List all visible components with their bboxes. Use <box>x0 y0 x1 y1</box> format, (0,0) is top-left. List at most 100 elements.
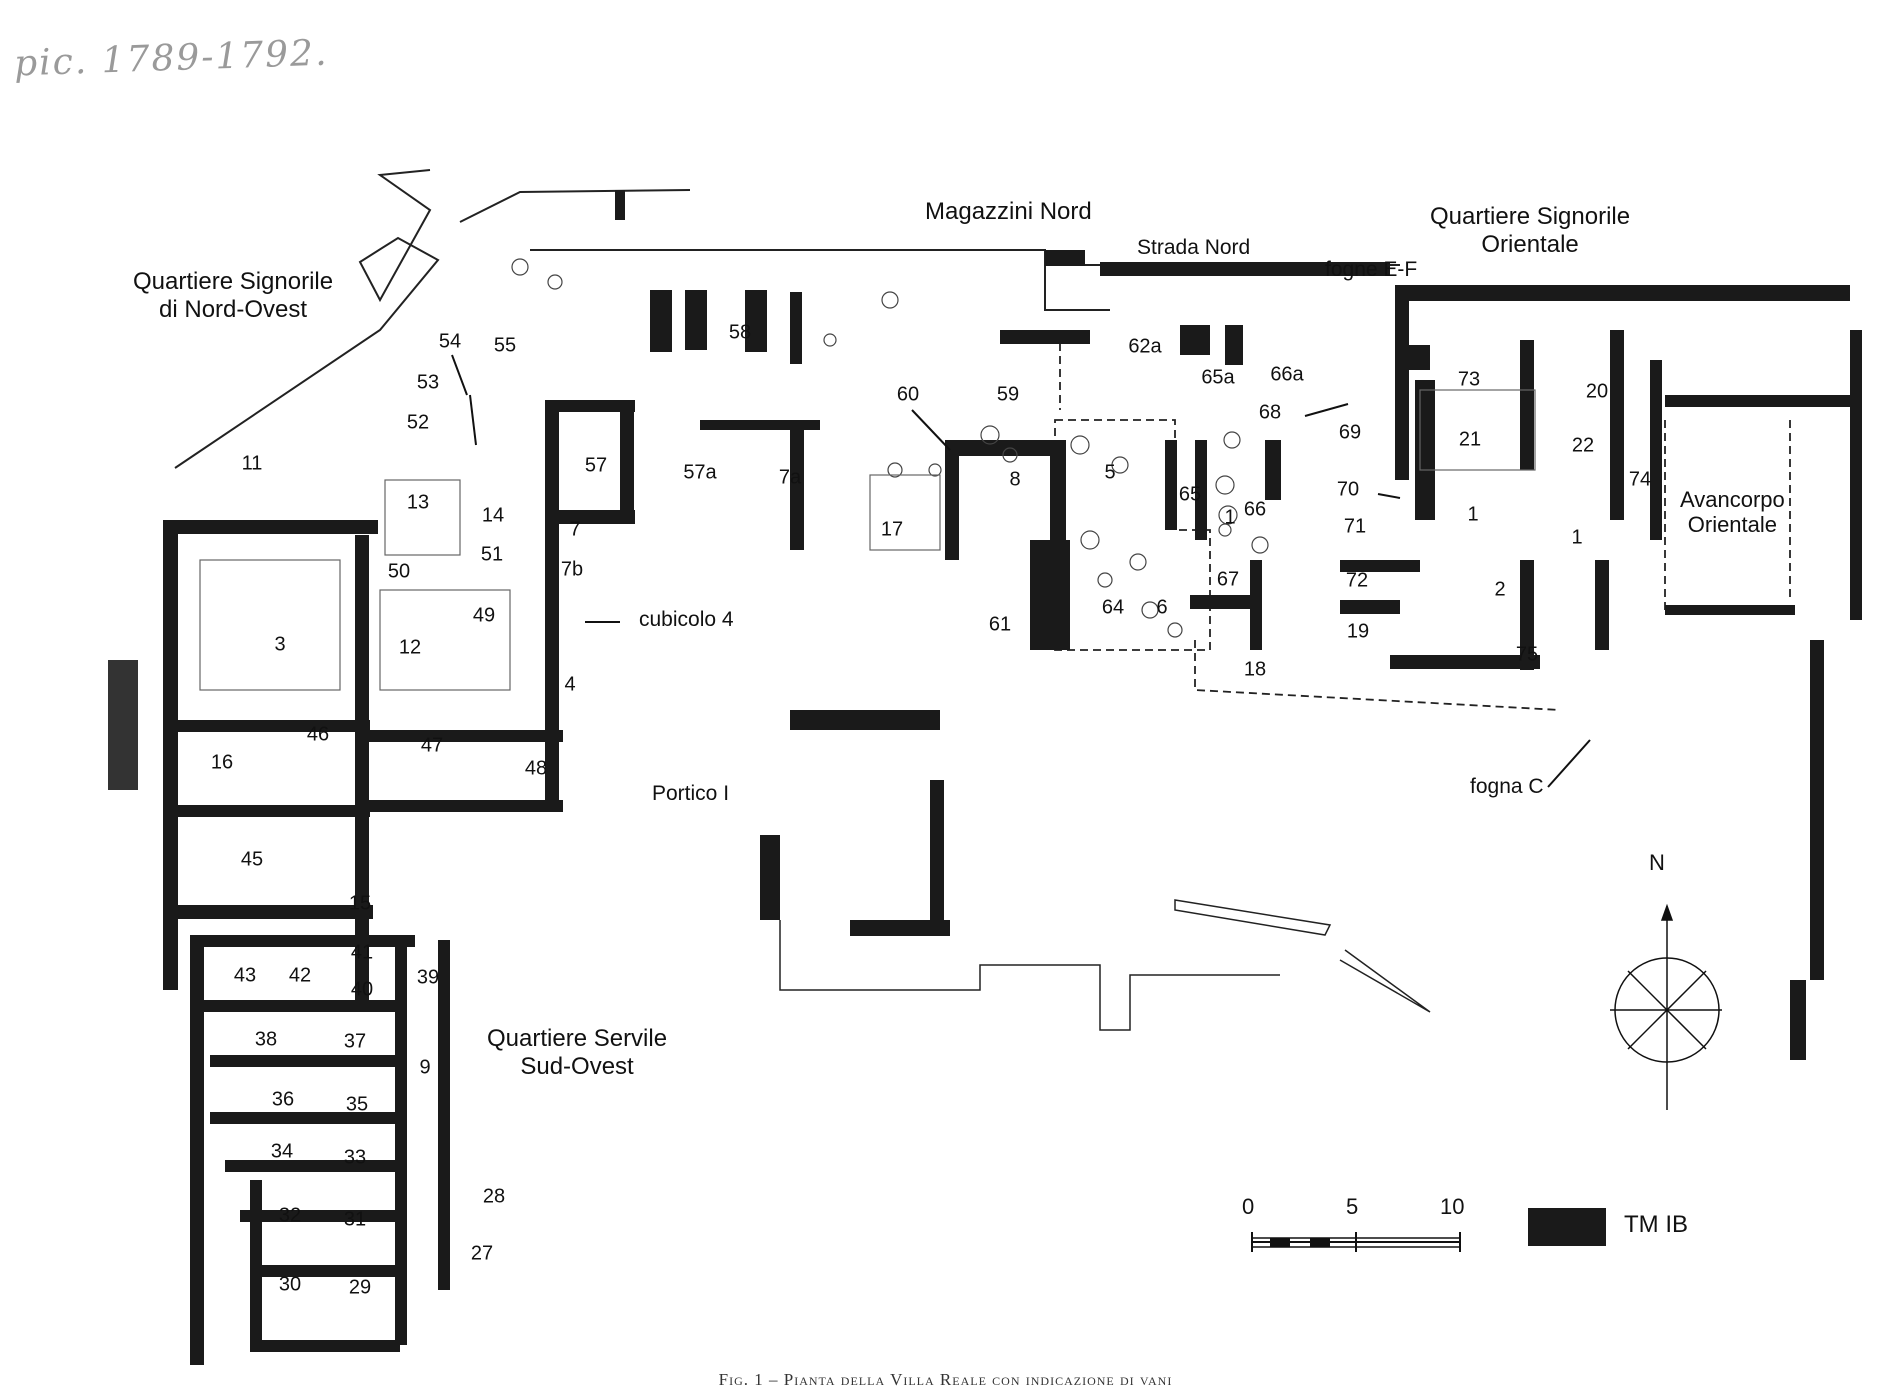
room-number: 72 <box>1345 569 1369 592</box>
room-number: 35 <box>345 1093 369 1116</box>
label-magazzini-nord: Magazzini Nord <box>925 198 1092 225</box>
room-number: 53 <box>416 371 440 394</box>
room-number: 29 <box>348 1276 372 1299</box>
room-number: 28 <box>482 1185 506 1208</box>
room-number: 43 <box>233 964 257 987</box>
room-number: 58 <box>728 321 752 344</box>
label-fogna-c: fogna C <box>1470 775 1544 798</box>
room-number: 39 <box>416 966 440 989</box>
leader-lines <box>451 354 1591 788</box>
room-number: 38 <box>254 1028 278 1051</box>
label-portico-1: Portico I <box>652 782 730 805</box>
room-number: 51 <box>480 543 504 566</box>
north-label: N <box>1649 850 1665 875</box>
room-number: 7b <box>560 558 584 581</box>
room-number: 31 <box>343 1208 367 1231</box>
scale-tick-0: 0 <box>1242 1194 1255 1219</box>
room-number: 13 <box>406 491 430 514</box>
room-number: 33 <box>343 1146 367 1169</box>
room-number: 8 <box>1009 468 1021 491</box>
room-number: 68 <box>1258 401 1282 424</box>
room-number: 66a <box>1270 363 1304 386</box>
room-number: 14 <box>481 504 505 527</box>
label-qsso-line2: Sud-Ovest <box>520 1052 634 1080</box>
label-qsno-line2: di Nord-Ovest <box>159 295 308 323</box>
room-number: 45 <box>240 848 264 871</box>
room-number: 12 <box>398 636 422 659</box>
room-number: 19 <box>1346 620 1370 643</box>
room-number: 57a <box>683 461 717 484</box>
label-qsso-line1: Quartiere Servile <box>487 1025 668 1052</box>
room-number: 7 <box>569 518 581 541</box>
room-number: 1 <box>1224 506 1236 529</box>
label-ao-line1: Avancorpo <box>1680 487 1785 512</box>
room-number: 16 <box>210 751 234 774</box>
room-number: 34 <box>270 1140 294 1163</box>
room-number: 27 <box>470 1242 494 1265</box>
room-number: 42 <box>288 964 312 987</box>
room-number: 9 <box>419 1056 431 1079</box>
room-number: 48 <box>524 757 548 780</box>
label-quartiere-signorile-orientale: Quartiere Signorile Orientale <box>1430 203 1630 258</box>
plan-walls <box>108 190 1862 1365</box>
room-number: 59 <box>996 383 1020 406</box>
room-number: 69 <box>1338 421 1362 444</box>
label-fogne-ef: fogne E-F <box>1325 258 1418 281</box>
room-number: 52 <box>406 411 430 434</box>
label-strada-nord: Strada Nord <box>1137 236 1251 259</box>
room-number: 54 <box>438 330 462 353</box>
room-number: 74 <box>1628 468 1652 491</box>
room-number: 40 <box>350 978 374 1001</box>
figure-caption: Fig. 1 – Pianta della Villa Reale con in… <box>718 1370 1173 1389</box>
label-ao-line2: Orientale <box>1687 512 1778 538</box>
plan-outlines <box>174 169 1791 1031</box>
room-number: 21 <box>1458 428 1482 451</box>
room-number: 3 <box>274 633 286 656</box>
room-number: 67 <box>1216 568 1240 591</box>
room-number: 66 <box>1243 498 1267 521</box>
label-cubicolo-4: cubicolo 4 <box>639 608 734 631</box>
label-qsno-line1: Quartiere Signorile <box>133 268 334 295</box>
room-number: 50 <box>387 560 411 583</box>
label-avancorpo-orientale: Avancorpo Orientale <box>1680 487 1785 538</box>
room-number: 17 <box>880 518 904 541</box>
legend-label: TM IB <box>1624 1211 1688 1238</box>
room-number: 41 <box>350 941 374 964</box>
room-number: 62a <box>1128 335 1162 358</box>
room-number: 37 <box>343 1030 367 1053</box>
room-number: 64 <box>1101 596 1125 619</box>
scale-bar <box>1251 1232 1461 1252</box>
room-number: 36 <box>271 1088 295 1111</box>
room-number: 46 <box>306 723 330 746</box>
room-number: 71 <box>1343 515 1367 538</box>
room-number: 73 <box>1457 368 1481 391</box>
label-qso-line2: Orientale <box>1481 230 1579 258</box>
room-number: 55 <box>493 334 517 357</box>
compass-rose <box>1610 903 1722 1110</box>
room-number: 20 <box>1585 380 1609 403</box>
room-number: 65 <box>1178 483 1202 506</box>
room-number: 11 <box>241 452 263 475</box>
room-number: 6 <box>1156 596 1168 619</box>
room-number: 65a <box>1201 366 1235 389</box>
label-quartiere-signorile-nord-ovest: Quartiere Signorile di Nord-Ovest <box>133 268 333 323</box>
label-quartiere-servile-sud-ovest: Quartiere Servile Sud-Ovest <box>487 1025 667 1080</box>
room-number: 1 <box>1571 526 1583 549</box>
room-number: 7a <box>778 466 802 489</box>
room-number: 60 <box>896 383 920 406</box>
legend-swatch <box>1528 1208 1606 1246</box>
room-number: 70 <box>1336 478 1360 501</box>
room-number: 57 <box>584 454 608 477</box>
room-number: 18 <box>1243 658 1267 681</box>
room-number: 30 <box>278 1273 302 1296</box>
room-number: 32 <box>278 1204 302 1227</box>
room-number: 75 <box>1515 643 1539 666</box>
room-number: 49 <box>472 604 496 627</box>
room-number: 22 <box>1571 434 1595 457</box>
room-number: 15 <box>348 892 372 915</box>
room-number: 61 <box>988 613 1012 636</box>
room-number: 47 <box>420 734 444 757</box>
scale-tick-10: 10 <box>1440 1194 1465 1219</box>
room-number: 5 <box>1104 461 1116 484</box>
